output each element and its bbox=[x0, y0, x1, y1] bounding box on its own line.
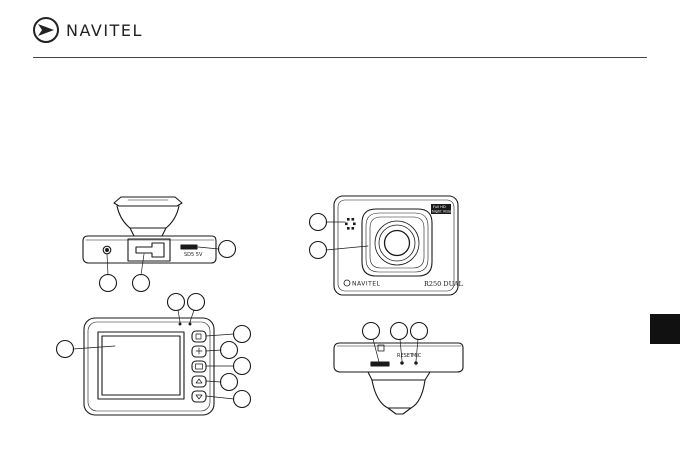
callout-circle bbox=[232, 389, 252, 409]
page-header: NAVITEL bbox=[32, 12, 143, 48]
callout-circle bbox=[361, 321, 381, 341]
callout-circle bbox=[98, 273, 118, 293]
callout-circle bbox=[232, 356, 252, 376]
front-view-callouts bbox=[308, 212, 369, 260]
section-tab-marker bbox=[650, 314, 680, 344]
callout-circle bbox=[389, 321, 409, 341]
bottom-view-diagram: RESET MIC bbox=[333, 342, 464, 415]
bottom-view-callouts bbox=[361, 321, 429, 363]
callout-circle bbox=[166, 292, 186, 312]
callout-circle bbox=[186, 292, 206, 312]
callout-circle bbox=[219, 340, 239, 360]
callout-circle bbox=[308, 240, 328, 260]
front-brand-label: NAVITEL bbox=[352, 281, 381, 288]
navitel-logo-icon bbox=[33, 17, 59, 43]
top-port-label: SD5 5V bbox=[184, 252, 203, 258]
front-model-label: R250 DUAL bbox=[424, 280, 464, 288]
callout-circle bbox=[308, 212, 328, 232]
front-badge-top: Full HD bbox=[433, 205, 446, 209]
bottom-mic-label: MIC bbox=[412, 353, 422, 359]
front-badge-bottom: Night Vision bbox=[432, 210, 454, 214]
bottom-reset-label: RESET bbox=[397, 353, 414, 359]
rear-buttons bbox=[191, 330, 207, 403]
callout-circle bbox=[409, 321, 429, 341]
front-view-diagram: Full HD Night Vision NAVITEL R250 DUAL bbox=[333, 195, 464, 296]
callout-circle bbox=[131, 273, 151, 293]
top-view-callouts bbox=[98, 239, 237, 293]
top-view-diagram: SD5 5V bbox=[82, 196, 217, 264]
rear-view-diagram bbox=[83, 317, 215, 416]
callout-circle bbox=[219, 372, 239, 392]
callout-circle bbox=[217, 239, 237, 259]
header-divider bbox=[33, 57, 647, 58]
callout-circle bbox=[55, 339, 75, 359]
brand-name: NAVITEL bbox=[66, 20, 143, 40]
callout-circle bbox=[232, 324, 252, 344]
rear-view-callouts bbox=[55, 292, 252, 409]
